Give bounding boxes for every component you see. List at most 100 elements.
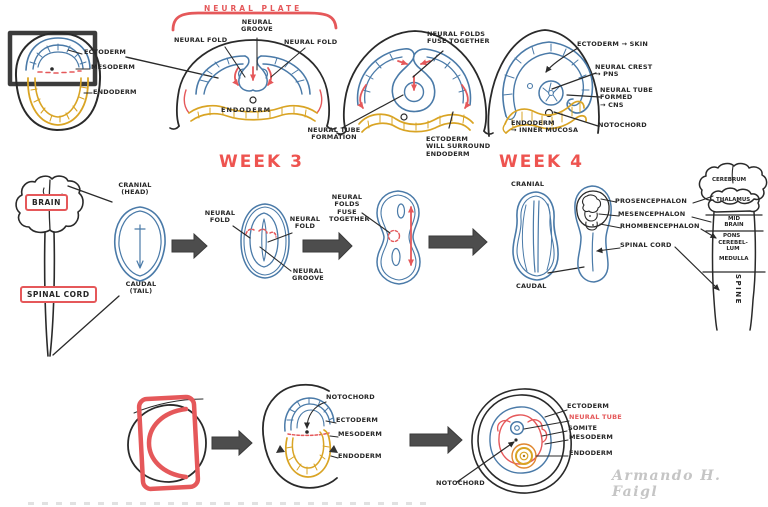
early-cross-section (262, 383, 339, 489)
neural-plate-bracket (171, 11, 338, 32)
notochord-dot (514, 438, 518, 442)
label-ectoderm-late: ECTODERM (567, 402, 610, 410)
pointer-lines (341, 50, 454, 129)
pointer-lines (224, 37, 306, 78)
neural-plate-heading: NEURAL PLATE (204, 4, 303, 13)
fold-arrow-right (267, 67, 274, 86)
label-groove: NEURAL GROOVE (292, 267, 324, 283)
label-cranial-head: CRANIAL (HEAD) (118, 181, 152, 197)
figure-link-lines (52, 185, 120, 356)
label-folds-fuse: NEURAL FOLDS FUSE TOGETHER (427, 30, 490, 46)
label-folds-fuse-dorsal: NEURAL FOLDS FUSE TOGETHER (329, 193, 370, 224)
late-cross-section (456, 388, 572, 494)
pointer-lines (325, 420, 339, 459)
brainstem-link-arrow (700, 228, 717, 239)
neural-tube-formed-diagram (487, 29, 601, 137)
pointer-lines (523, 409, 570, 457)
neural-tube-circle (509, 420, 525, 436)
fold-arrow-left (232, 67, 239, 86)
label-thalamus: THALAMUS (716, 197, 751, 203)
label-cerebellum: CEREBEL- LUM (718, 240, 748, 253)
fold-direction-arrowhead (276, 445, 285, 453)
label-caudal: CAUDAL (516, 282, 547, 290)
ectoderm-link-line (125, 56, 219, 79)
label-tube-formation: NEURAL TUBE FORMATION (307, 126, 361, 142)
label-notochord-late: NOTOCHORD (436, 479, 485, 487)
label-arrows (597, 198, 622, 251)
neural-plate-diagram (169, 11, 338, 130)
label-prosencephalon: PROSENCEPHALON (615, 197, 687, 205)
label-neural-fold-right: NEURAL FOLD (284, 38, 338, 46)
label-fold-right: NEURAL FOLD (289, 215, 321, 231)
dorsal-embryo-neural-folds (232, 203, 293, 279)
thalamus-outline (707, 187, 760, 213)
side-arrow-left (357, 84, 367, 109)
label-endoderm-mucosa: ENDODERM → INNER MUCOSA (511, 119, 579, 135)
prosencephalon-shape (582, 194, 602, 213)
label-endoderm: ENDODERM (93, 88, 137, 96)
pointer-lines (551, 72, 601, 127)
notochord-circle (400, 113, 408, 121)
brainstem-column (698, 162, 768, 331)
label-spinal-cord: SPINAL CORD (620, 241, 672, 249)
label-spine: SPINE (734, 274, 742, 305)
brain-outline (15, 175, 84, 234)
side-arrow-right (461, 84, 471, 109)
somite-lobes (497, 419, 548, 443)
label-neural-crest: NEURAL CREST → PNS (595, 63, 653, 79)
label-neural-tube-late: NEURAL TUBE (569, 413, 622, 421)
label-fold-left: NEURAL FOLD (204, 209, 236, 225)
flow-arrow-right (428, 227, 488, 257)
cerebrum-outline (698, 162, 768, 205)
dorsal-embryo-folds-fusing (361, 190, 421, 285)
label-notochord: NOTOCHORD (598, 121, 647, 129)
label-ectoderm-early: ECTODERM (336, 416, 379, 424)
skin-arrow (545, 47, 579, 73)
label-endoderm-early: ENDODERM (338, 452, 382, 460)
artist-signature: Armando H. Faigl (612, 468, 722, 500)
neural-tube-circle (538, 80, 564, 106)
label-cranial: CRANIAL (511, 180, 545, 188)
fuse-arrow-left (397, 59, 408, 66)
flow-arrows (171, 227, 488, 457)
pointer-line (361, 212, 391, 234)
label-notochord-early: NOTOCHORD (326, 393, 375, 401)
week3-heading: WEEK 3 (219, 152, 304, 172)
notochord-pointer (304, 401, 327, 429)
flow-arrow-right (171, 232, 208, 260)
week4-embryo-pair (512, 185, 720, 291)
spine-link-arrow (674, 246, 720, 291)
crescent-mark (146, 406, 189, 480)
flow-arrow-right (302, 231, 353, 261)
primitive-streak (134, 224, 146, 269)
label-midbrain: MID BRAIN (724, 216, 744, 229)
label-mesoderm: MESODERM (91, 63, 136, 71)
pointer-lines (67, 49, 93, 94)
flow-arrow-right (211, 429, 253, 457)
brain-label-box: BRAIN (25, 194, 68, 211)
label-neural-fold-left: NEURAL FOLD (174, 36, 228, 44)
label-cerebrum: CEREBRUM (712, 177, 747, 183)
notochord-circle (544, 108, 554, 118)
section-frame (7, 30, 98, 87)
label-caudal-tail: CAUDAL (TAIL) (125, 280, 157, 296)
label-mesoderm-early: MESODERM (338, 430, 383, 438)
head-circle (576, 190, 610, 228)
dorsal-embryo-week3-start (114, 206, 166, 282)
label-mesoderm-late: MESODERM (569, 433, 614, 441)
label-neural-groove: NEURAL GROOVE (241, 18, 273, 34)
fuse-arrow-right (420, 59, 431, 66)
fold-direction-arrowhead (329, 445, 338, 453)
label-pons: PONS (723, 233, 741, 239)
section-plane-frame (136, 394, 201, 492)
label-endoderm-plate: ENDODERM (221, 106, 272, 114)
label-somite: SOMITE (568, 424, 598, 432)
label-medulla: MEDULLA (719, 256, 749, 262)
week4-heading: WEEK 4 (499, 152, 584, 172)
notochord-circle (249, 96, 257, 104)
page-edge-marks (28, 502, 428, 505)
neural-crest-dot (526, 82, 534, 90)
neural-fold-fusion-diagram (336, 30, 494, 135)
